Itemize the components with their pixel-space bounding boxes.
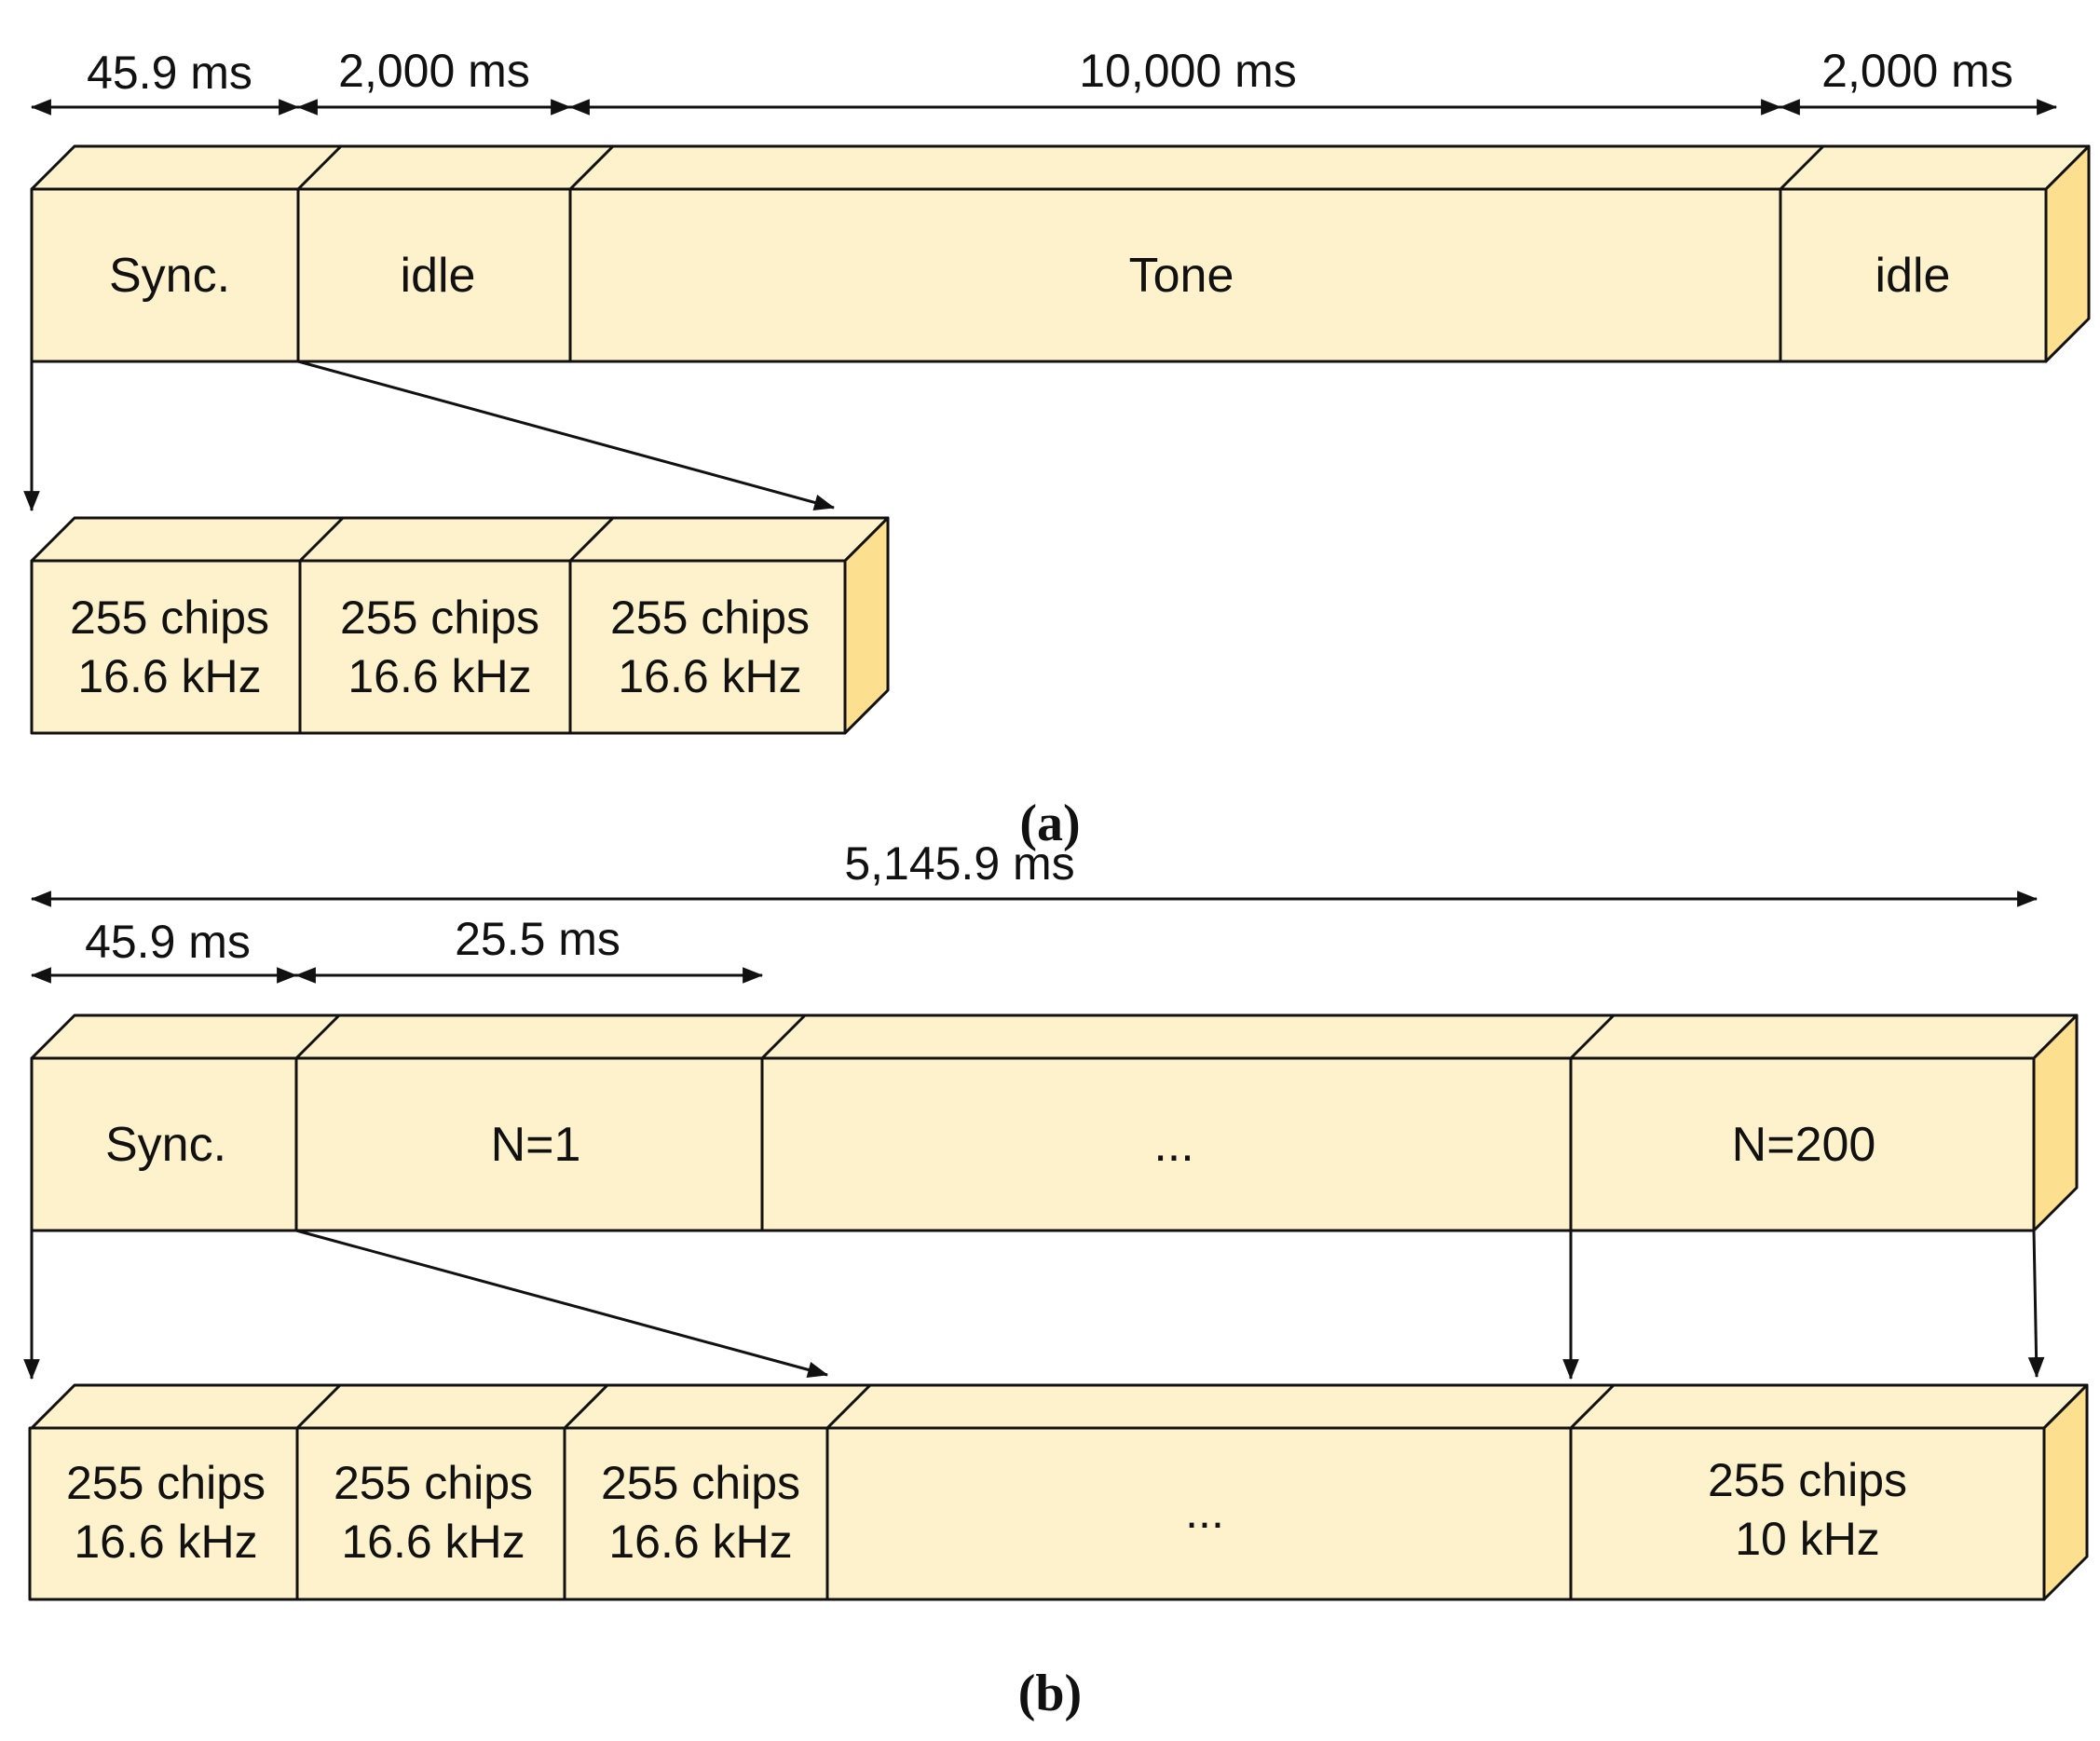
- block-n1-b: N=1: [491, 1118, 581, 1172]
- frame-box-b: [30, 1013, 2079, 1232]
- duration-label-idle1-a: 2,000 ms: [338, 45, 530, 97]
- chip-b-5-line1: 255 chips: [1708, 1454, 1907, 1506]
- panel-a: 45.9 ms 2,000 ms 10,000 ms 2,000 ms Sync…: [23, 45, 2091, 852]
- chip-b-3-line1: 255 chips: [601, 1457, 800, 1509]
- frame-face-b: [30, 1056, 2036, 1232]
- caption-b: (b): [1018, 1665, 1082, 1722]
- chip-face-b: [28, 1426, 2046, 1601]
- frame-top-b: [30, 1013, 2079, 1060]
- chip-b-1-line2: 16.6 kHz: [74, 1516, 257, 1568]
- chip-b-1-line1: 255 chips: [66, 1457, 266, 1509]
- block-ellipsis-b: ...: [1153, 1118, 1193, 1172]
- chip-a-3-line2: 16.6 kHz: [618, 650, 801, 702]
- frame-box-a: [30, 144, 2091, 363]
- chip-box-b: [28, 1383, 2089, 1601]
- expansion-arrows-b: [23, 1229, 2045, 1381]
- chip-a-2-line1: 255 chips: [340, 592, 539, 644]
- duration-label-tone-a: 10,000 ms: [1079, 45, 1296, 97]
- chip-b-ellipsis: ...: [1185, 1486, 1224, 1538]
- expansion-arrows-a: [23, 360, 836, 512]
- block-tone-a: Tone: [1129, 249, 1234, 303]
- chip-a-2-line2: 16.6 kHz: [348, 650, 531, 702]
- block-sync-a: Sync.: [109, 249, 230, 303]
- block-idle2-a: idle: [1875, 249, 1951, 303]
- duration-label-sync-b: 45.9 ms: [85, 916, 251, 968]
- chip-b-3-line2: 16.6 kHz: [608, 1516, 792, 1568]
- duration-label-sync-a: 45.9 ms: [87, 47, 252, 99]
- chip-a-3-line1: 255 chips: [610, 592, 810, 644]
- block-n200-b: N=200: [1732, 1118, 1876, 1172]
- expand-arrow-right-a: [297, 360, 836, 510]
- caption-a: (a): [1019, 795, 1080, 852]
- chip-top-a: [30, 516, 890, 563]
- frame-face-a: [30, 187, 2048, 363]
- block-idle1-a: idle: [401, 249, 476, 303]
- chip-b-2-line1: 255 chips: [334, 1457, 533, 1509]
- block-sync-b: Sync.: [105, 1118, 226, 1172]
- chip-a-1-line1: 255 chips: [70, 592, 269, 644]
- chip-top-b: [30, 1383, 2089, 1430]
- chip-b-2-line2: 16.6 kHz: [341, 1516, 525, 1568]
- expand-arrow-mid-b: [295, 1229, 829, 1379]
- expand-arrow-n200-right-b: [2027, 1230, 2045, 1379]
- total-label-b: 5,145.9 ms: [844, 837, 1074, 890]
- chip-face-a: [30, 559, 847, 735]
- frame-top-a: [30, 144, 2091, 191]
- duration-label-n1-b: 25.5 ms: [455, 913, 620, 965]
- duration-label-idle2-a: 2,000 ms: [1821, 45, 2013, 97]
- chip-box-a: [30, 516, 890, 735]
- panel-b: 5,145.9 ms 45.9 ms 25.5 ms Sync. N=1 ...…: [23, 837, 2089, 1722]
- chip-a-1-line2: 16.6 kHz: [77, 650, 261, 702]
- chip-b-5-line2: 10 kHz: [1735, 1513, 1880, 1565]
